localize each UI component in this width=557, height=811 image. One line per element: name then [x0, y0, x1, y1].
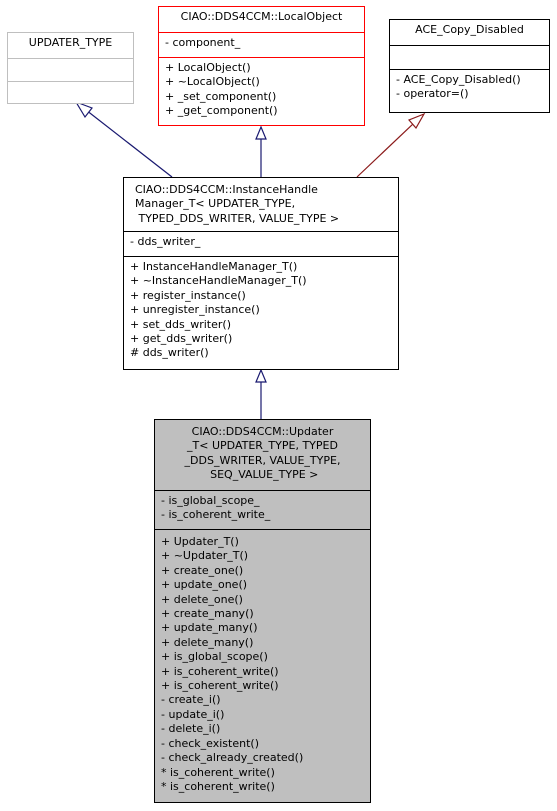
updater-operations-line: + update_one()	[161, 578, 248, 592]
updater-attributes-line: - is_coherent_write_	[161, 508, 271, 522]
updater-operations-line: + ~Updater_T()	[161, 549, 249, 563]
instance-handle-manager-operations-line: + unregister_instance()	[130, 303, 260, 317]
class-instance-handle-manager-operations: + InstanceHandleManager_T()+ ~InstanceHa…	[124, 256, 398, 364]
updater-operations-line: + update_many()	[161, 621, 258, 635]
edge-updater-type	[85, 109, 173, 178]
local-object-operations-line: + _set_component()	[165, 89, 277, 103]
class-updater-type-operations	[8, 81, 133, 103]
updater-operations-line: + is_coherent_write()	[161, 664, 279, 678]
updater-operations-line: - delete_i()	[161, 722, 221, 736]
local-object-title-line: CIAO::DDS4CCM::LocalObject	[180, 10, 343, 23]
instance-handle-manager-title-line: TYPED_DDS_WRITER, VALUE_TYPE >	[135, 211, 340, 225]
class-ace-copy-disabled-attributes	[390, 45, 549, 69]
updater-type-title-line: UPDATER_TYPE	[28, 36, 113, 49]
edge-ace-copy-disabled-arrowhead	[407, 112, 426, 130]
class-updater-type-title: UPDATER_TYPE	[8, 33, 133, 58]
edge-updater-type-arrowhead	[74, 100, 93, 119]
class-updater-attributes: - is_global_scope_- is_coherent_write_	[155, 490, 370, 529]
updater-operations-line: + delete_many()	[161, 635, 254, 649]
updater-title-line: _DDS_WRITER, VALUE_TYPE,	[184, 453, 341, 467]
class-ace-copy-disabled-title: ACE_Copy_Disabled	[390, 20, 549, 45]
local-object-operations-line: + _get_component()	[165, 104, 278, 118]
class-local-object-title: CIAO::DDS4CCM::LocalObject	[159, 7, 364, 32]
class-ace-copy-disabled: ACE_Copy_Disabled - ACE_Copy_Disabled()-…	[389, 19, 550, 113]
class-updater: CIAO::DDS4CCM::Updater_T< UPDATER_TYPE, …	[154, 419, 371, 803]
instance-handle-manager-operations-line: + register_instance()	[130, 288, 246, 302]
class-local-object-attributes: - component_	[159, 32, 364, 57]
updater-operations-line: + delete_one()	[161, 592, 243, 606]
updater-operations-line: - check_existent()	[161, 736, 259, 750]
class-updater-type: UPDATER_TYPE	[7, 32, 134, 104]
updater-operations-line: + create_many()	[161, 607, 254, 621]
instance-handle-manager-attributes-line: - dds_writer_	[130, 235, 201, 248]
updater-operations-line: + create_one()	[161, 563, 244, 577]
instance-handle-manager-title-line: CIAO::DDS4CCM::InstanceHandle	[135, 183, 318, 196]
updater-operations-line: + is_coherent_write()	[161, 679, 279, 693]
updater-operations-line: + is_global_scope()	[161, 650, 268, 664]
class-instance-handle-manager-attributes: - dds_writer_	[124, 231, 398, 256]
updater-attributes-line: - is_global_scope_	[161, 494, 260, 507]
ace-copy-disabled-operations-line: - operator=()	[396, 87, 469, 101]
updater-title-line: CIAO::DDS4CCM::Updater	[191, 425, 334, 438]
updater-operations-line: * is_coherent_write()	[161, 779, 275, 793]
instance-handle-manager-operations-line: + ~InstanceHandleManager_T()	[130, 274, 307, 288]
class-updater-type-attributes	[8, 58, 133, 81]
instance-handle-manager-operations-line: + get_dds_writer()	[130, 332, 233, 346]
instance-handle-manager-operations-line: + set_dds_writer()	[130, 317, 231, 331]
class-ace-copy-disabled-operations: - ACE_Copy_Disabled()- operator=()	[390, 69, 549, 105]
updater-operations-line: - create_i()	[161, 693, 221, 707]
updater-operations-line: - check_already_created()	[161, 751, 304, 765]
local-object-operations-line: + LocalObject()	[165, 61, 251, 74]
edge-local-object-arrowhead	[255, 125, 267, 140]
class-updater-operations: + Updater_T()+ ~Updater_T()+ create_one(…	[155, 529, 370, 797]
local-object-attributes-line: - component_	[165, 36, 241, 49]
updater-operations-line: - update_i()	[161, 707, 225, 721]
updater-title-line: SEQ_VALUE_TYPE >	[206, 468, 319, 482]
ace-copy-disabled-operations-line: - ACE_Copy_Disabled()	[396, 73, 521, 86]
updater-operations-line: + Updater_T()	[161, 535, 239, 548]
instance-handle-manager-operations-line: # dds_writer()	[130, 346, 209, 360]
instance-handle-manager-operations-line: + InstanceHandleManager_T()	[130, 260, 298, 273]
ace-copy-disabled-title-line: ACE_Copy_Disabled	[415, 23, 524, 36]
edge-ace-copy-disabled	[356, 122, 415, 178]
updater-title-line: _T< UPDATER_TYPE, TYPED	[187, 439, 338, 453]
instance-handle-manager-title-line: Manager_T< UPDATER_TYPE,	[135, 197, 296, 211]
updater-operations-line: * is_coherent_write()	[161, 765, 275, 779]
edge-instance-handle-manager-arrowhead	[255, 368, 267, 383]
class-updater-title: CIAO::DDS4CCM::Updater_T< UPDATER_TYPE, …	[155, 420, 370, 490]
local-object-operations-line: + ~LocalObject()	[165, 75, 260, 89]
class-local-object: CIAO::DDS4CCM::LocalObject - component_ …	[158, 6, 365, 126]
class-local-object-operations: + LocalObject()+ ~LocalObject()+ _set_co…	[159, 57, 364, 122]
